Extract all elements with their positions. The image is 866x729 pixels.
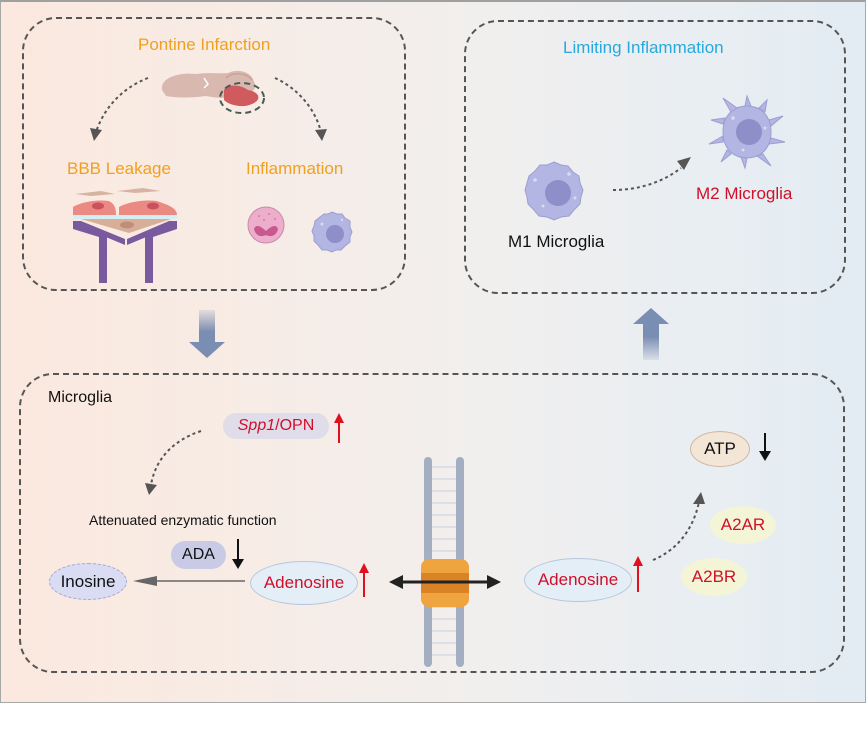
microglia-panel-title: Microglia [48, 389, 113, 406]
limiting-inflammation-title: Limiting Inflammation [563, 38, 724, 57]
bidirectional-transport-arrow-icon [389, 575, 501, 589]
microglia-icon [311, 211, 353, 253]
atp-label: ATP [704, 439, 736, 458]
brain-icon [161, 70, 265, 114]
m2-microglia-label: M2 Microglia [696, 184, 793, 203]
panel-microglia [19, 373, 845, 673]
down-block-arrow-icon [189, 310, 225, 358]
neutrophil-icon [247, 206, 285, 244]
m1-microglia-icon [524, 161, 584, 221]
spp1-to-enzyme-arrow-icon [145, 430, 202, 495]
pontine-infarction-title: Pontine Infarction [138, 35, 271, 54]
ada-label: ADA [182, 546, 215, 563]
a2ar-receptor-node: A2AR [710, 506, 776, 544]
figure-canvas: Pontine Infarction BBB Leakage Inflammat… [0, 0, 866, 703]
inosine-label: Inosine [60, 571, 116, 591]
adenosine-to-inosine-arrow-icon [133, 576, 245, 586]
inosine-node: Inosine [49, 563, 127, 600]
attenuated-enzymatic-function-label: Attenuated enzymatic function [89, 512, 277, 528]
a2ar-label: A2AR [720, 515, 766, 534]
ada-badge: ADA [171, 541, 226, 569]
spp1-gene-label: Spp1 [237, 417, 276, 434]
a2br-receptor-node: A2BR [681, 558, 747, 596]
adenosine-intracellular-up-arrow-icon [359, 563, 369, 597]
m1-microglia-label: M1 Microglia [508, 232, 605, 251]
m1-to-m2-arrow-icon [612, 157, 691, 191]
arrow-to-inflammation-icon [274, 77, 327, 141]
spp1-opn-badge: Spp1/OPN [223, 413, 329, 439]
adenosine-to-atp-arrow-icon [652, 492, 705, 561]
up-block-arrow-icon [633, 308, 669, 360]
inflammation-label: Inflammation [246, 159, 344, 178]
opn-protein-label: /OPN [275, 417, 315, 434]
a2br-label: A2BR [691, 567, 737, 586]
blood-brain-barrier-icon [73, 188, 177, 283]
ada-down-arrow-icon [232, 539, 244, 569]
bbb-leakage-label: BBB Leakage [67, 159, 171, 178]
adenosine-intracellular-node: Adenosine [250, 561, 358, 605]
spp1-up-arrow-icon [334, 413, 344, 443]
panel-limiting-inflammation [464, 20, 846, 294]
adenosine-intracellular-label: Adenosine [263, 573, 345, 592]
adenosine-extracellular-label: Adenosine [537, 570, 619, 589]
arrow-to-bbb-icon [90, 77, 149, 141]
m2-microglia-icon [708, 94, 786, 170]
atp-node: ATP [690, 431, 750, 467]
panel-pontine-infarction [22, 17, 406, 291]
adenosine-extracellular-up-arrow-icon [633, 556, 643, 592]
adenosine-extracellular-node: Adenosine [524, 558, 632, 602]
atp-down-arrow-icon [759, 433, 771, 461]
